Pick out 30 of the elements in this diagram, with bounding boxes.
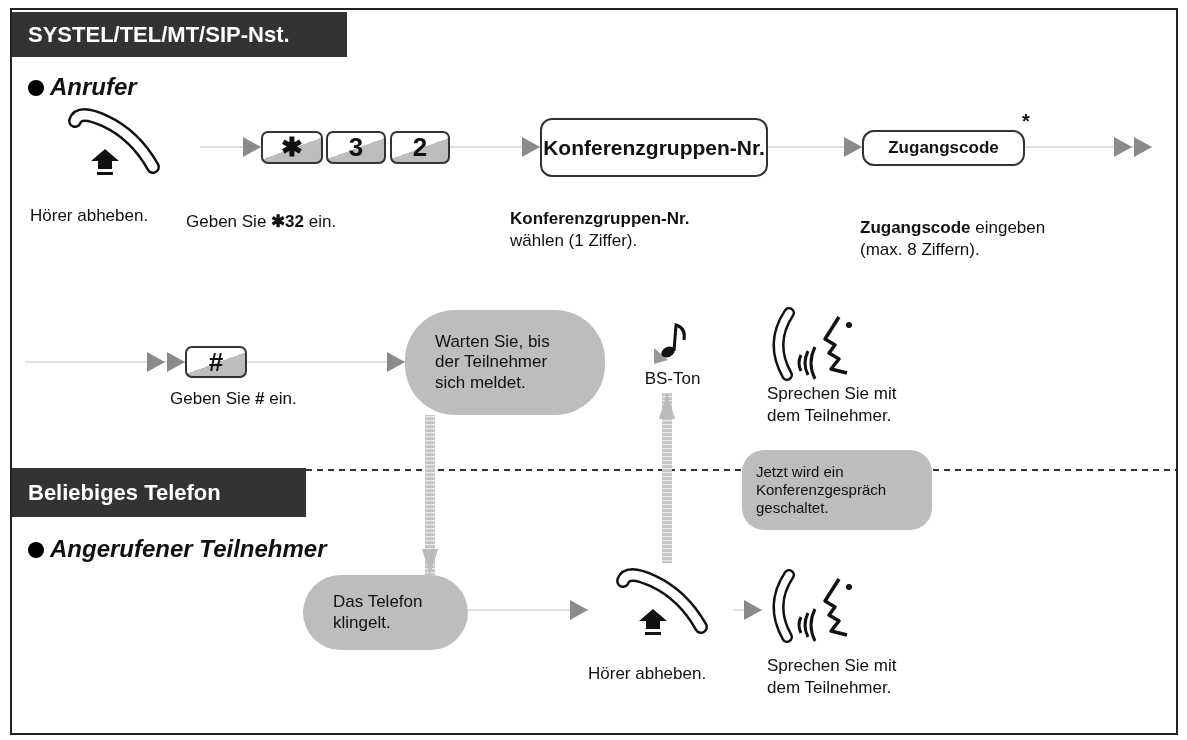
footnote-mark: * bbox=[1022, 110, 1030, 133]
status-bubble: Warten Sie, bis der Teilnehmer sich meldet. bbox=[405, 310, 605, 415]
arrow bbox=[732, 600, 763, 620]
arrow bbox=[246, 352, 406, 372]
key-cap: # bbox=[185, 346, 247, 378]
key-cap: 3 bbox=[326, 131, 386, 164]
arrow bbox=[449, 137, 541, 157]
striped-arrow bbox=[659, 393, 675, 563]
step-caption: Geben Sie # ein. bbox=[170, 388, 298, 410]
key-cap: 2 bbox=[390, 131, 450, 164]
step-caption: Konferenzgruppen-Nr. wählen (1 Ziffer). bbox=[510, 208, 691, 253]
role-heading: Anrufer bbox=[50, 73, 137, 101]
step-caption: Sprechen Sie mit dem Teilnehmer. bbox=[767, 655, 898, 700]
step-caption: Sprechen Sie mit dem Teilnehmer. bbox=[767, 383, 898, 428]
input-box: Konferenzgruppen-Nr. bbox=[540, 118, 768, 177]
step-caption: Zugangscode eingeben (max. 8 Ziffern). bbox=[860, 217, 1047, 262]
arrow bbox=[467, 600, 589, 620]
arrow bbox=[767, 137, 863, 157]
step-caption: BS-Ton bbox=[643, 368, 702, 390]
input-box: Zugangscode bbox=[862, 130, 1025, 166]
step-caption: Geben Sie ✱32 ein. bbox=[186, 211, 338, 233]
status-bubble: Das Telefon klingelt. bbox=[303, 575, 468, 650]
section-header: SYSTEL/TEL/MT/SIP-Nst. bbox=[12, 12, 347, 57]
section-header: Beliebiges Telefon bbox=[12, 468, 306, 517]
status-bubble: Jetzt wird ein Konferenzgespräch geschaltet. bbox=[742, 450, 932, 530]
striped-arrow bbox=[422, 415, 438, 575]
role-heading: Angerufener Teilnehmer bbox=[50, 535, 327, 563]
arrow bbox=[199, 137, 262, 157]
key-cap: ✱ bbox=[261, 131, 323, 164]
step-caption: Hörer abheben. bbox=[588, 663, 708, 685]
